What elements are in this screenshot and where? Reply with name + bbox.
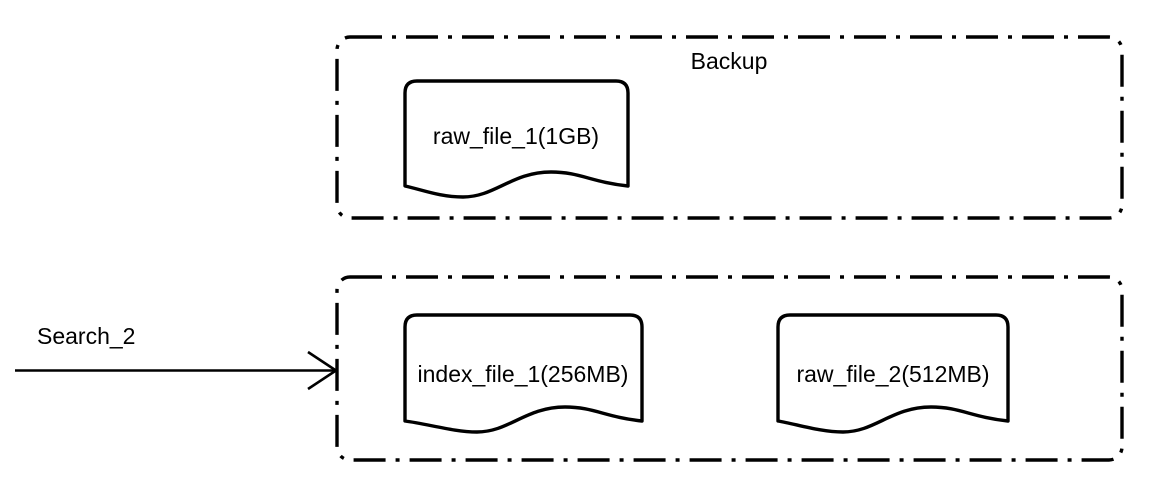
raw-file-2-shape (776, 313, 1010, 434)
index-file-1-label: index_file_1(256MB) (418, 361, 629, 387)
index-file-1-shape (403, 313, 644, 434)
search-2-arrow[interactable]: Search_2 (15, 323, 339, 391)
raw-file-2-label: raw_file_2(512MB) (796, 361, 989, 387)
backup-group-container[interactable] (335, 35, 1124, 220)
raw-file-1-shape (403, 79, 630, 199)
file-node-raw-file-2[interactable]: raw_file_2(512MB) (776, 313, 1010, 434)
backup-group-label: Backup (691, 48, 768, 74)
second-group-container[interactable] (335, 275, 1124, 462)
file-node-raw-file-1[interactable]: raw_file_1(1GB) (403, 79, 630, 199)
search-2-arrow-label: Search_2 (37, 323, 135, 349)
file-node-index-file-1[interactable]: index_file_1(256MB) (403, 313, 644, 434)
raw-file-1-label: raw_file_1(1GB) (433, 123, 599, 149)
search-2-arrow-head (307, 350, 339, 391)
